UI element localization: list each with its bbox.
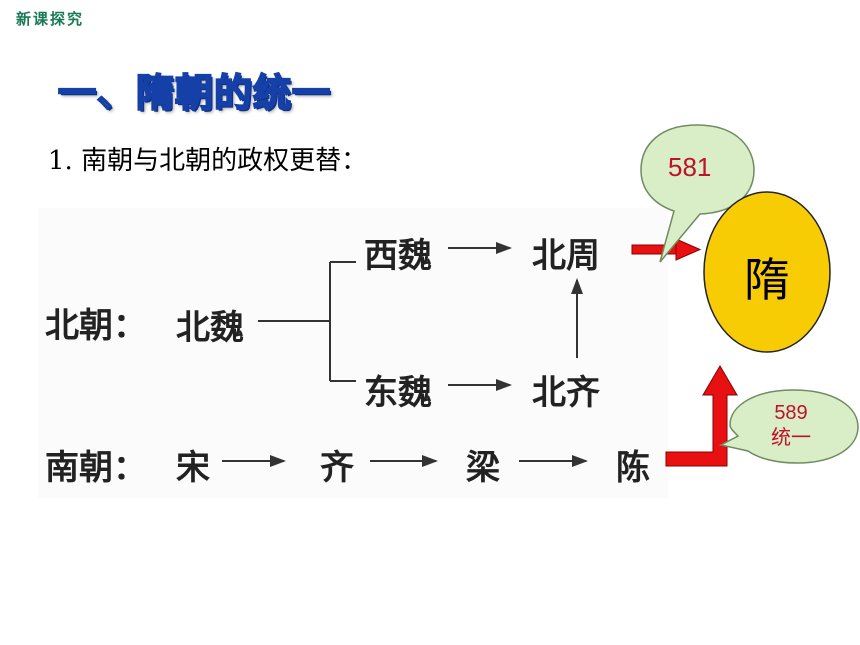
west-wei: 西魏 [364,236,432,276]
bubble-581-shape [640,124,755,263]
south-song: 宋 [176,448,210,488]
red-arrow-zhou-to-sui [631,238,702,261]
bubble-589-shape [718,389,859,464]
subtitle: 1. 南朝与北朝的政权更替： [48,146,368,176]
south-chen: 陈 [616,448,650,488]
north-dynasties-label: 北朝： [45,306,147,346]
bubble-589-label: 统一 [771,427,811,449]
south-liang: 梁 [466,448,500,488]
south-qi: 齐 [320,448,354,488]
north-qi: 北齐 [532,373,600,413]
north-zhou: 北周 [532,236,600,276]
bubble-581-text: 581 [668,152,712,182]
diagram-background [38,208,668,498]
corner-label: 新课探究 [16,10,85,28]
east-wei: 东魏 [364,373,432,413]
bubble-589-year: 589 [774,402,808,424]
sui-dynasty: 隋 [744,253,790,307]
section-title: 一、隋朝的统一 [57,70,332,116]
red-arrow-chen-to-sui [665,365,738,467]
north-wei: 北魏 [176,308,244,348]
sui-oval [703,191,831,353]
south-dynasties-label: 南朝： [45,448,147,488]
bubble-589-text: 589 统一 [762,401,820,451]
